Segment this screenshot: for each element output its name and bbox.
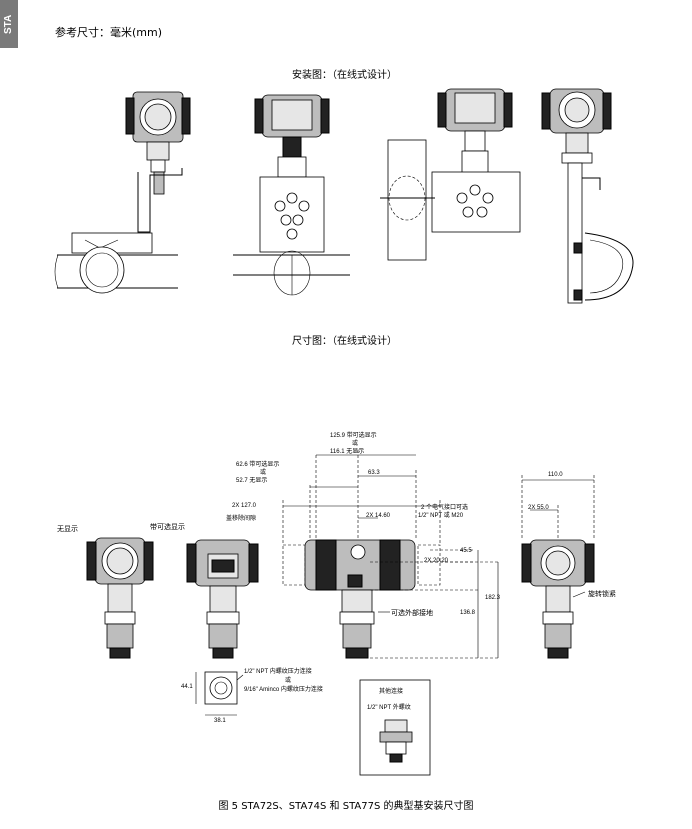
dim-45-5: 45.5 [460, 548, 472, 554]
transmitter-with-display [186, 539, 259, 659]
other-connection-box [359, 679, 431, 776]
label-thread-or: 或 [285, 678, 292, 684]
dim-62-6-or: 或 [260, 470, 267, 476]
figure-caption: 图 5 STA72S、STA74S 和 STA77S 的典型基安装尺寸图 [218, 801, 474, 812]
install-title: 安装图：（在线式设计） [292, 70, 397, 81]
dimension-title: 尺寸图：（在线式设计） [292, 336, 397, 347]
dim-125-9-or: 或 [352, 441, 359, 447]
dim-52-7: 52.7 无显示 [236, 478, 268, 484]
label-no-display: 无显示 [57, 525, 78, 533]
transmitter-front-view [521, 475, 595, 659]
label-conduit: 2 个电气接口可选 [421, 505, 469, 511]
install-view-4 [541, 88, 634, 304]
label-thread-npt: 1/2" NPT 内螺纹压力连接 [244, 669, 312, 675]
install-view-1 [54, 91, 191, 294]
label-conduit-thread: 1/2" NPT 或 M20 [418, 513, 464, 519]
install-view-2 [233, 94, 350, 296]
dim-cover-clearance: 盖移除间隙 [226, 516, 257, 522]
reference-units: 参考尺寸：毫米(mm) [55, 26, 163, 39]
dim-136-8: 136.8 [460, 610, 476, 616]
install-view-3 [380, 88, 521, 261]
label-rotation-lock: 旋转锁紧 [588, 590, 616, 598]
dim-62-6: 62.6 带可选显示 [236, 462, 280, 468]
dim-63-3: 63.3 [368, 470, 380, 476]
label-with-display: 带可选显示 [150, 523, 185, 531]
label-other-connection-thread: 1/2" NPT 外螺纹 [367, 705, 411, 711]
dim-38-1: 38.1 [214, 718, 226, 724]
dim-44-1: 44.1 [181, 684, 193, 690]
dim-14-60: 2X 14.60 [366, 513, 391, 519]
dim-182-3: 182.3 [485, 595, 501, 601]
dim-127-0: 2X 127.0 [232, 503, 257, 509]
label-external-ground: 可选外部接地 [391, 609, 433, 617]
dim-125-9: 125.9 带可选显示 [330, 433, 377, 439]
dim-110-0: 110.0 [548, 472, 563, 478]
label-other-connection: 其他连接 [379, 689, 404, 695]
pressure-fitting-detail [195, 671, 244, 716]
transmitter-side-view [282, 450, 500, 659]
label-thread-aminco: 9/16" Aminco 内螺纹压力连接 [244, 687, 323, 693]
dim-116-1: 116.1 无显示 [330, 449, 365, 455]
dim-55-0: 2X 55.0 [528, 505, 549, 511]
dim-20-20: 2X 20.20 [424, 558, 449, 564]
transmitter-no-display [86, 537, 154, 659]
